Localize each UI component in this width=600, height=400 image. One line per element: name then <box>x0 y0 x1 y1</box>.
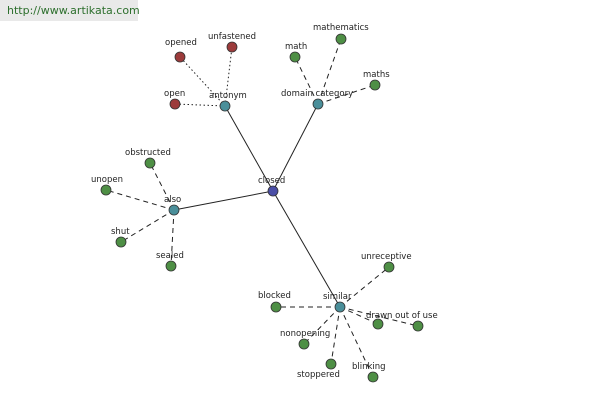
node-open[interactable] <box>169 98 181 110</box>
node-blocked[interactable] <box>270 301 282 313</box>
node-sealed[interactable] <box>165 260 177 272</box>
node-closed[interactable] <box>267 185 279 197</box>
edge-also-sealed <box>170 209 175 267</box>
label-opened: opened <box>165 38 197 48</box>
node-obstructed[interactable] <box>144 157 156 169</box>
edge-similar-blinking <box>339 306 374 378</box>
node-drawn-out-of-use-2[interactable] <box>372 318 384 330</box>
node-shut[interactable] <box>115 236 127 248</box>
edge-closed-also <box>173 190 274 211</box>
edge-similar-extra <box>339 306 379 325</box>
label-unfastened: unfastened <box>208 32 256 42</box>
label-nonopening: nonopening <box>280 329 330 339</box>
label-antonym: antonym <box>209 91 247 101</box>
labels: closed antonym domain category also simi… <box>91 23 438 380</box>
node-also[interactable] <box>168 204 180 216</box>
label-drawn-out-of-use: drawn out of use <box>366 311 438 321</box>
edge-similar-unreceptive <box>339 266 390 308</box>
label-obstructed: obstructed <box>125 148 171 158</box>
node-math[interactable] <box>289 51 301 63</box>
label-maths: maths <box>363 70 390 80</box>
label-also: also <box>164 195 181 205</box>
edge-domain-mathematics <box>317 38 342 105</box>
edge-closed-similar <box>272 190 341 308</box>
nodes <box>100 33 424 383</box>
edge-domain-maths <box>317 84 376 105</box>
edge-similar-stoppered <box>330 306 341 365</box>
node-maths[interactable] <box>369 79 381 91</box>
edge-antonym-open <box>174 103 226 107</box>
node-drawn-out-of-use[interactable] <box>412 320 424 332</box>
label-stoppered: stoppered <box>297 370 340 380</box>
label-open: open <box>164 89 185 99</box>
node-stoppered[interactable] <box>325 358 337 370</box>
label-sealed: sealed <box>156 251 184 261</box>
label-unreceptive: unreceptive <box>361 252 412 262</box>
label-math: math <box>285 42 307 52</box>
node-opened[interactable] <box>174 51 186 63</box>
node-mathematics[interactable] <box>335 33 347 45</box>
label-similar: similar <box>323 292 352 302</box>
edge-also-shut <box>120 209 175 243</box>
label-domain-category: domain category <box>281 89 353 99</box>
edge-also-unopen <box>105 189 175 211</box>
node-unreceptive[interactable] <box>383 261 395 273</box>
edges <box>105 38 419 378</box>
node-blinking[interactable] <box>367 371 379 383</box>
label-blinking: blinking <box>352 362 386 372</box>
node-nonopening[interactable] <box>298 338 310 350</box>
edge-closed-domain-category <box>272 103 319 192</box>
label-closed: closed <box>258 176 285 186</box>
label-unopen: unopen <box>91 175 123 185</box>
node-unfastened[interactable] <box>226 41 238 53</box>
label-mathematics: mathematics <box>313 23 369 33</box>
node-antonym[interactable] <box>219 100 231 112</box>
edge-closed-antonym <box>224 105 274 192</box>
node-similar[interactable] <box>334 301 346 313</box>
node-domain-category[interactable] <box>312 98 324 110</box>
node-unopen[interactable] <box>100 184 112 196</box>
edge-antonym-opened <box>179 56 226 107</box>
edge-similar-drawn-out-of-use <box>339 306 419 327</box>
label-blocked: blocked <box>258 291 291 301</box>
source-url-banner[interactable]: http://www.artikata.com <box>0 0 140 21</box>
label-shut: shut <box>111 227 130 237</box>
